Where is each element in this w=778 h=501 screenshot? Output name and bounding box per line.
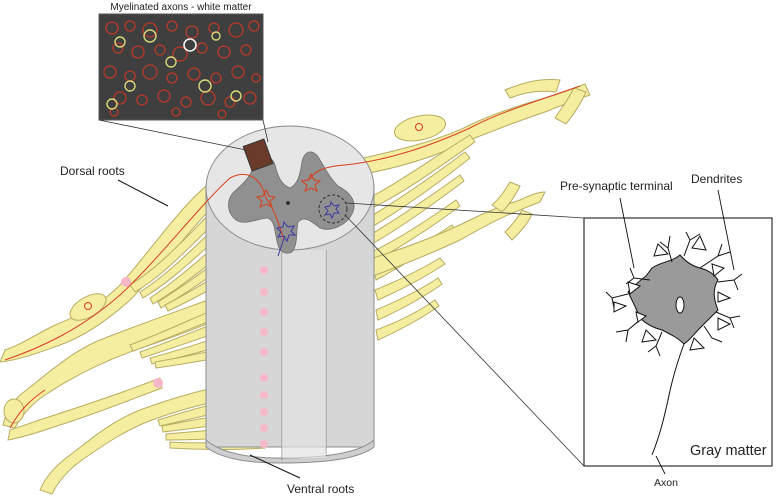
presynaptic-terminal-label: Pre-synaptic terminal <box>560 179 673 193</box>
ventral-roots-label: Ventral roots <box>287 482 355 496</box>
inset-title: Myelinated axons - white matter <box>110 2 252 13</box>
gray-matter-inset <box>345 189 773 475</box>
ventral-root-synapses <box>121 266 268 448</box>
right-dorsal-nerve <box>354 79 591 341</box>
neuron-illustration <box>605 231 743 456</box>
sensory-interneuron-right <box>300 172 322 192</box>
inset-connector-lines <box>98 119 269 151</box>
dendrites-pointer <box>717 189 735 271</box>
dendrites-label: Dendrites <box>691 172 743 186</box>
sensory-interneuron-left <box>255 188 277 208</box>
dorsal-roots-label: Dorsal roots <box>60 164 125 178</box>
cord-neurons <box>255 172 341 257</box>
central-canal <box>286 201 290 205</box>
axon-label: Axon <box>654 477 678 489</box>
dorsal-roots-pointer <box>117 179 169 207</box>
spinal-cord <box>205 125 375 464</box>
presynaptic-pointer <box>619 197 635 269</box>
label-pointer-lines <box>117 179 301 479</box>
gray-matter-label: Gray matter <box>690 443 767 459</box>
gray-matter-butterfly <box>228 151 355 254</box>
motor-neuron-right <box>323 200 341 220</box>
motor-neuron-left <box>275 220 297 243</box>
gray-matter-zoom-marker <box>318 194 348 224</box>
axon-pointer <box>655 455 666 475</box>
ventral-roots-pointer <box>249 454 301 479</box>
white-matter-sample <box>242 138 274 172</box>
white-matter-inset: Myelinated axons - white matter <box>98 2 264 121</box>
sensory-pathway-lines <box>4 85 581 429</box>
